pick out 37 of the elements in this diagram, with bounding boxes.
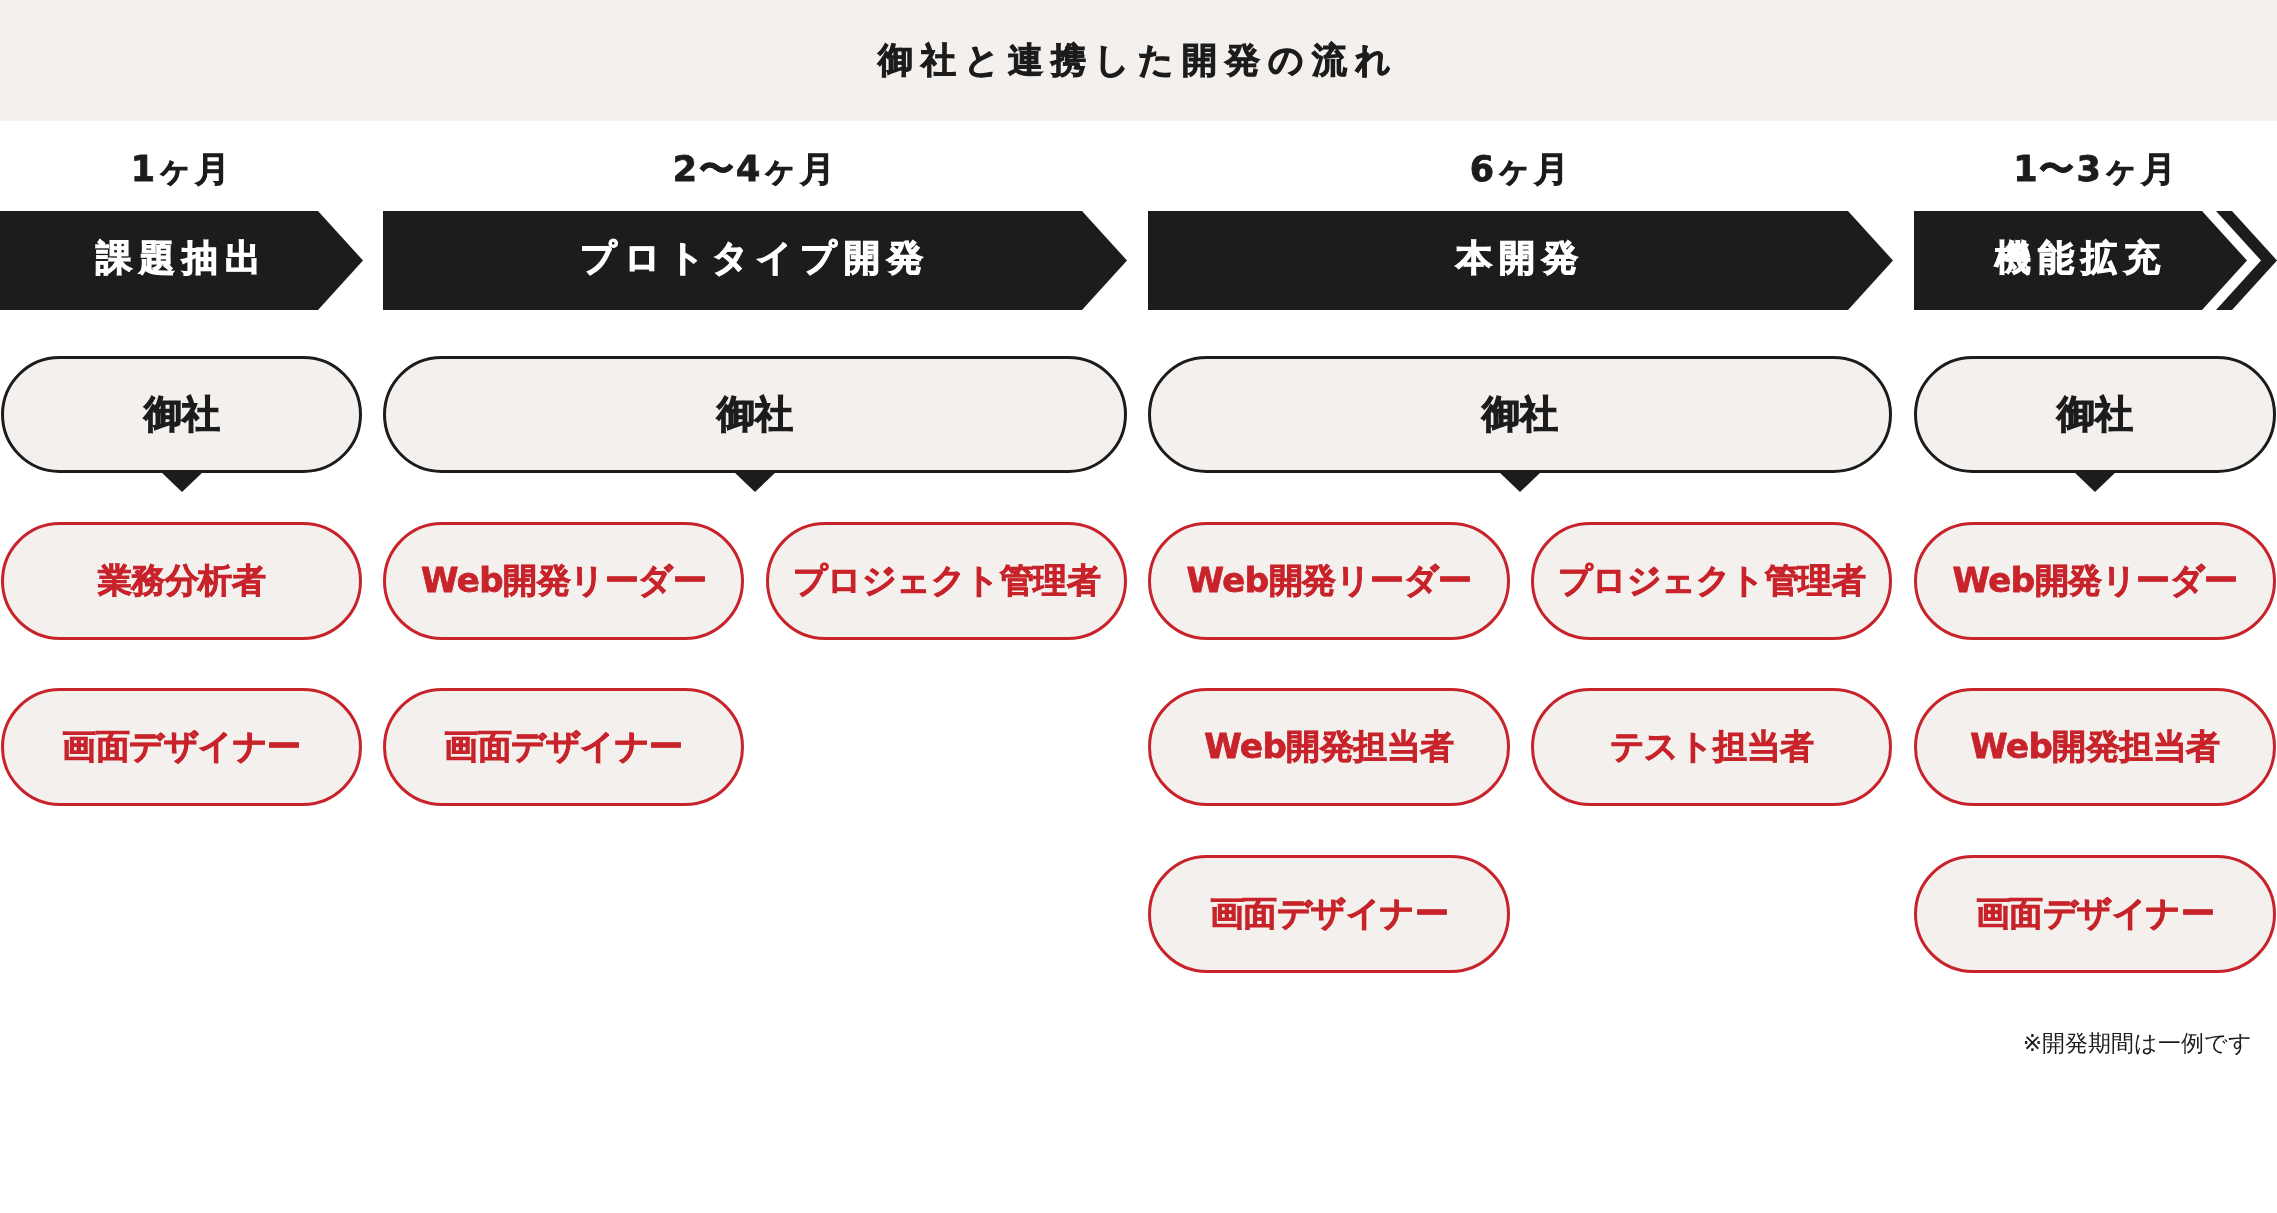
role-label: 画面デザイナー [1209,892,1449,935]
phase-title: プロトタイプ開発 [580,236,930,280]
duration-label: 1〜3ヶ月 [2013,147,2178,191]
company-label: 御社 [143,391,220,438]
role-label: Web開発リーダー [420,559,707,602]
footnote: ※開発期間は一例です [2022,1029,2252,1058]
role-label: Web開発担当者 [1970,725,2220,768]
role-label: プロジェクト管理者 [792,559,1101,602]
role-label: プロジェクト管理者 [1557,559,1866,602]
speech-bubble [1,356,362,473]
phase-banner [1148,211,1893,310]
duration-label: 2〜4ヶ月 [672,147,838,191]
role-pill [1914,522,2276,640]
role-pill [1914,855,2276,973]
role-pill [1,688,362,806]
role-label: Web開発リーダー [1952,559,2238,602]
role-pill [1914,688,2276,806]
duration-label: 6ヶ月 [1469,147,1572,191]
phase-title: 機能拡充 [1994,236,2167,280]
duration-label: 1ヶ月 [130,147,233,191]
role-pill [1,522,362,640]
phase-title: 本開発 [1456,236,1585,280]
phase-banner [0,211,363,310]
role-label: Web開発リーダー [1186,559,1472,602]
role-label: テスト担当者 [1609,725,1814,768]
role-label: Web開発担当者 [1204,725,1454,768]
role-label: 業務分析者 [97,559,266,602]
role-label: 画面デザイナー [444,725,683,768]
company-label: 御社 [1482,391,1558,438]
company-label: 御社 [2057,391,2133,438]
speech-bubble [1914,356,2276,473]
role-label: 画面デザイナー [62,725,301,768]
company-label: 御社 [717,391,793,438]
role-label: 画面デザイナー [1975,892,2215,935]
phase-banner [383,211,1127,310]
phase-title: 課題抽出 [95,236,268,280]
diagram-title: 御社と連携した開発の流れ [878,39,1399,82]
